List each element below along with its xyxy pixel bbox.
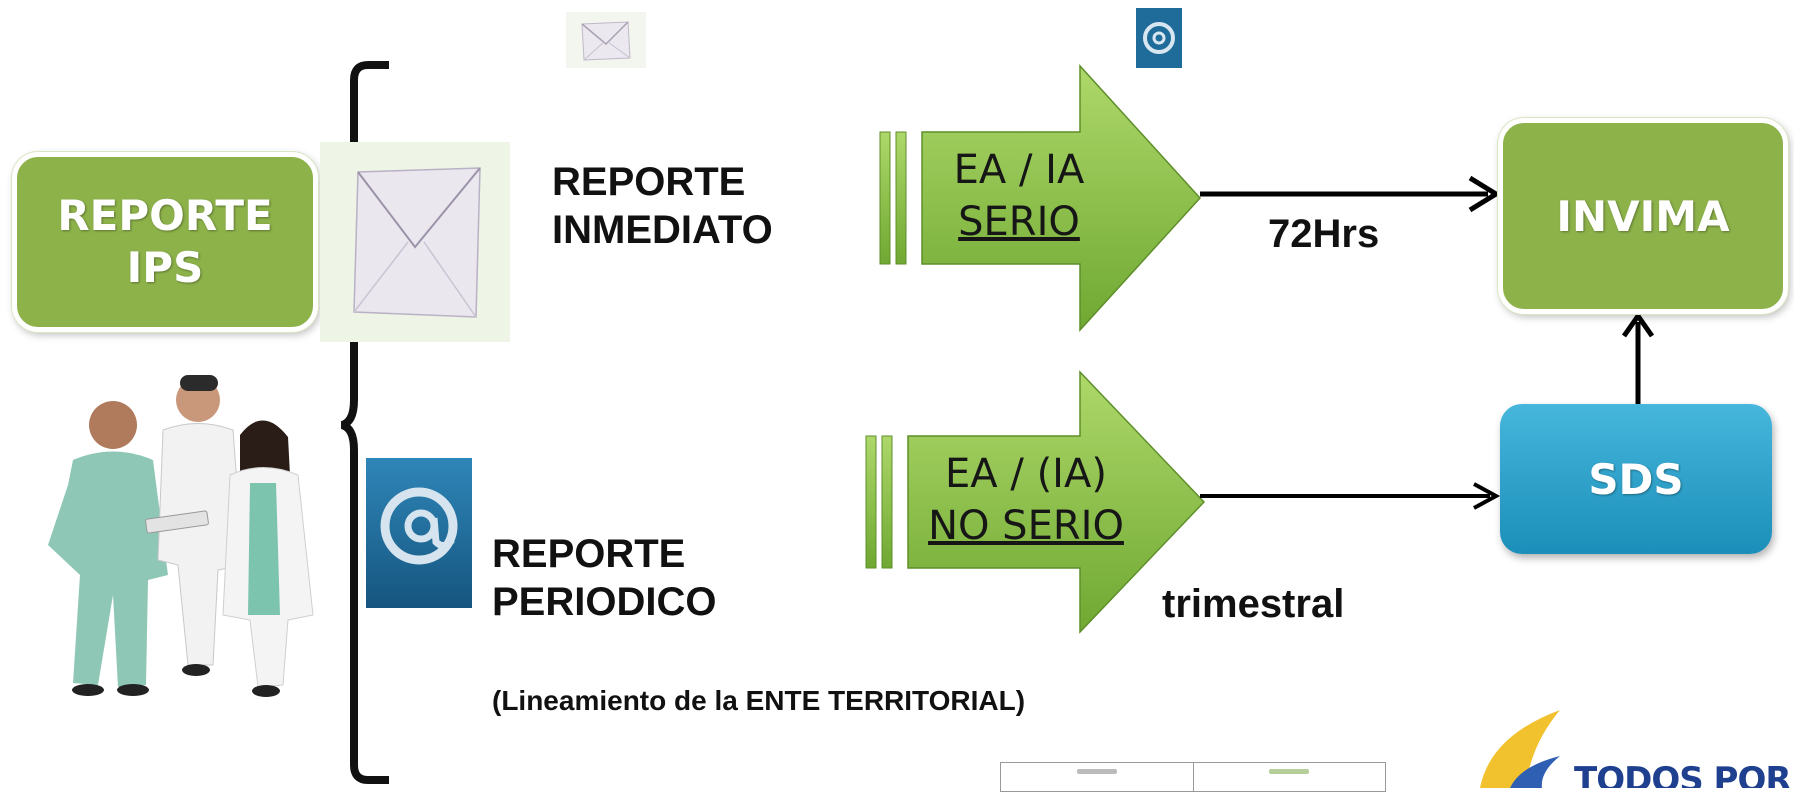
invima-label: INVIMA bbox=[1556, 191, 1730, 241]
partner-logo-right bbox=[1194, 763, 1386, 791]
doctors-photo bbox=[18, 365, 328, 705]
partner-logo-left bbox=[1001, 763, 1194, 791]
reporte-periodico-line2: PERIODICO bbox=[492, 580, 717, 624]
serio-line2: SERIO bbox=[958, 199, 1080, 245]
logo-text: TODOS POR U bbox=[1574, 760, 1794, 788]
reporte-ips-line1: REPORTE bbox=[57, 190, 273, 240]
no-serio-arrow-shape bbox=[865, 370, 1206, 634]
serio-arrow-text: EA / IA SERIO bbox=[926, 144, 1112, 248]
serio-arrow-shape bbox=[879, 64, 1202, 332]
at-sign-icon bbox=[366, 458, 472, 608]
serio-line1: EA / IA bbox=[953, 147, 1085, 193]
time-trimestral: trimestral bbox=[1162, 582, 1345, 626]
reporte-ips-line2: IPS bbox=[126, 243, 204, 292]
todos-por-logo: TODOS POR U bbox=[1450, 706, 1794, 788]
sds-box: SDS bbox=[1500, 404, 1772, 554]
no-serio-line1: EA / (IA) bbox=[945, 451, 1107, 497]
reporte-inmediato-line2: INMEDIATO bbox=[552, 208, 773, 252]
reporte-periodico-line1: REPORTE bbox=[492, 532, 686, 576]
reporte-ips-box: REPORTE IPS bbox=[12, 152, 318, 332]
small-envelope-icon bbox=[566, 12, 646, 68]
logo-swoosh bbox=[1480, 710, 1560, 788]
reporte-inmediato-label: REPORTE INMEDIATO bbox=[552, 158, 773, 254]
reporte-periodico-label: REPORTE PERIODICO bbox=[492, 530, 716, 626]
reporte-inmediato-line1: REPORTE bbox=[552, 160, 746, 204]
ente-territorial-note: (Lineamiento de la ENTE TERRITORIAL) bbox=[492, 685, 1026, 716]
invima-box: INVIMA bbox=[1498, 118, 1788, 314]
no-serio-line2: NO SERIO bbox=[928, 503, 1124, 549]
small-at-sign-icon bbox=[1136, 8, 1182, 68]
envelope-icon bbox=[320, 142, 510, 342]
sds-label: SDS bbox=[1588, 454, 1684, 504]
grouping-bracket bbox=[340, 61, 389, 784]
time-72hrs: 72Hrs bbox=[1268, 212, 1380, 256]
no-serio-arrow-text: EA / (IA) NO SERIO bbox=[908, 448, 1144, 552]
